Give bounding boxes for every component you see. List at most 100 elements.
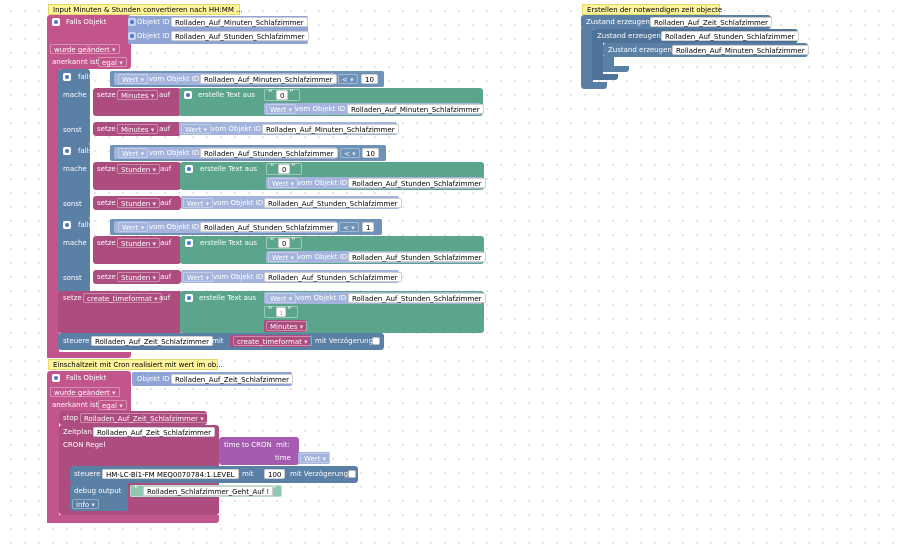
if3-setze-var-dropdown[interactable]: Stunden [117, 238, 160, 248]
create-state-3-field[interactable]: Rolladen_Auf_Minuten_Schlafzimmer [672, 45, 809, 55]
if2-else-var-dropdown[interactable]: Stunden [117, 198, 160, 208]
if3-zero-field[interactable]: 0 [278, 238, 291, 248]
if1-join-objekt-field[interactable]: Rolladen_Auf_Minuten_Schlafzimmer [347, 104, 484, 114]
trigger2-gear-icon[interactable] [52, 374, 60, 382]
if2-operator-dropdown[interactable]: < [340, 148, 360, 158]
trigger-falls-objekt-label: Falls Objekt [66, 18, 107, 26]
trigger2-wurde-dropdown[interactable]: wurde geändert [50, 387, 120, 397]
if1-operator-dropdown[interactable]: < [338, 74, 358, 84]
stop-label: stop [63, 414, 79, 422]
timeformat-colon-field[interactable]: : [276, 307, 287, 317]
stop-schedule-dropdown[interactable]: Rolladen_Auf_Zeit_Schlafzimmer [80, 413, 208, 423]
time-to-cron-mit-label: mit: [276, 441, 290, 449]
if1-quote-close-icon: ” [289, 89, 294, 99]
if3-join-wert-dropdown[interactable]: Wert [268, 252, 299, 262]
steuere-zeit-var-dropdown[interactable]: create_timeformat [233, 336, 312, 346]
if1-else-objekt-field[interactable]: Rolladen_Auf_Minuten_Schlafzimmer [262, 124, 399, 134]
trigger2-anerkannt-dropdown[interactable]: egal [98, 400, 127, 410]
if1-falls-label: falls [78, 73, 93, 81]
setze-timeformat-var-dropdown[interactable]: create_timeformat [83, 293, 162, 303]
timeformat-join-gear-icon[interactable] [185, 294, 193, 302]
objekt-list-gear-icon-2[interactable] [128, 32, 136, 40]
create-state-2-field[interactable]: Rolladen_Auf_Stunden_Schlafzimmer [661, 31, 799, 41]
if2-objekt-field[interactable]: Rolladen_Auf_Stunden_Schlafzimmer [200, 148, 338, 158]
if2-else-objekt-field[interactable]: Rolladen_Auf_Stunden_Schlafzimmer [264, 198, 402, 208]
time-to-cron-block[interactable] [219, 437, 299, 465]
if1-zero-field[interactable]: 0 [276, 90, 289, 100]
if2-zero-field[interactable]: 0 [278, 164, 291, 174]
time-to-cron-wert-dropdown[interactable]: Wert [300, 453, 331, 463]
if2-join-wert-dropdown[interactable]: Wert [268, 178, 299, 188]
if3-wert-dropdown[interactable]: Wert [118, 222, 149, 232]
create-state-1-spine [581, 28, 593, 88]
if1-else-var-dropdown[interactable]: Minutes [117, 124, 159, 134]
timeformat-wert-dropdown[interactable]: Wert [266, 293, 297, 303]
if2-number-field[interactable]: 10 [362, 148, 379, 158]
steuere-device-value-field[interactable]: 100 [264, 469, 286, 479]
if2-else-wert-dropdown[interactable]: Wert [183, 198, 214, 208]
if1-number-field[interactable]: 10 [361, 74, 378, 84]
if2-wert-dropdown[interactable]: Wert [118, 148, 149, 158]
if1-objekt-field[interactable]: Rolladen_Auf_Minuten_Schlafzimmer [200, 74, 337, 84]
if-block-1[interactable] [58, 69, 90, 145]
objekt-list-gear-icon[interactable] [128, 18, 136, 26]
if1-text-join-gear-icon[interactable] [184, 91, 192, 99]
debug-level-dropdown[interactable]: info [72, 499, 99, 509]
if2-text-join-gear-icon[interactable] [185, 165, 193, 173]
if2-join-vom-label: vom Objekt ID [297, 179, 348, 187]
create-state-3-bottom [603, 66, 629, 72]
if3-else-wert-dropdown[interactable]: Wert [183, 272, 214, 282]
if1-wert-dropdown[interactable]: Wert [118, 74, 149, 84]
if2-quote-close-icon: ” [291, 163, 296, 173]
if3-quote-close-icon: ” [291, 237, 296, 247]
comment-convert[interactable]: Input Minuten & Stunden convertieren nac… [48, 4, 243, 15]
if3-else-objekt-field[interactable]: Rolladen_Auf_Stunden_Schlafzimmer [264, 272, 402, 282]
if3-gear-icon[interactable] [63, 221, 71, 229]
comment-cron[interactable]: Einschaltzeit mit Cron realisiert mit we… [48, 359, 223, 370]
create-state-1-field[interactable]: Rolladen_Auf_Zeit_Schlafzimmer [650, 17, 773, 27]
objekt-id-stunden-field[interactable]: Rolladen_Auf_Stunden_Schlafzimmer [171, 31, 309, 41]
create-state-2-spine [592, 42, 603, 80]
debug-message-field[interactable]: Rolladen_Schlafzimmer_Geht_Auf ! [143, 486, 274, 496]
zeitplan-name-field[interactable]: Rolladen_Auf_Zeit_Schlafzimmer [93, 427, 216, 437]
if-block-3[interactable] [58, 217, 90, 293]
comment-create-objects[interactable]: Erstellen der notwendigen zeit objecte [582, 4, 722, 15]
if3-text-join-gear-icon[interactable] [185, 239, 193, 247]
timeformat-objekt-field[interactable]: Rolladen_Auf_Stunden_Schlafzimmer [348, 293, 486, 303]
wurde-geaendert-dropdown[interactable]: wurde geändert [50, 44, 120, 54]
trigger-block-bottom [47, 352, 131, 358]
if1-setze-var-dropdown[interactable]: Minutes [117, 90, 159, 100]
if1-gear-icon[interactable] [63, 73, 71, 81]
steuere-device-field[interactable]: HM-LC-Bl1-FM MEQ0070784:1.LEVEL [102, 469, 239, 479]
if2-vom-objekt-label: vom Objekt ID [149, 149, 200, 157]
if2-auf-label: auf [160, 165, 172, 173]
if1-else-vom-label: vom Objekt ID [211, 125, 262, 133]
if3-vom-objekt-label: vom Objekt ID [149, 223, 200, 231]
if1-else-setze-label: setze [97, 125, 116, 133]
steuere-device-delay-checkbox[interactable] [348, 470, 356, 478]
if-block-2[interactable] [58, 143, 90, 219]
if3-else-var-dropdown[interactable]: Stunden [117, 272, 160, 282]
if3-else-auf-label: auf [160, 273, 172, 281]
if2-falls-label: falls [78, 147, 93, 155]
trigger2-anerkannt-label: anerkannt ist [52, 401, 99, 409]
if3-objekt-field[interactable]: Rolladen_Auf_Stunden_Schlafzimmer [200, 222, 338, 232]
steuere-zeit-delay-checkbox[interactable] [372, 337, 380, 345]
if3-operator-dropdown[interactable]: < [339, 222, 359, 232]
trigger2-objekt-field[interactable]: Rolladen_Auf_Zeit_Schlafzimmer [171, 374, 294, 384]
objekt-id-label-2: Objekt ID [137, 32, 170, 40]
if2-gear-icon[interactable] [63, 147, 71, 155]
if3-join-objekt-field[interactable]: Rolladen_Auf_Stunden_Schlafzimmer [348, 252, 486, 262]
objekt-id-minuten-field[interactable]: Rolladen_Auf_Minuten_Schlafzimmer [171, 17, 308, 27]
if1-join-wert-dropdown[interactable]: Wert [266, 104, 297, 114]
if2-setze-var-dropdown[interactable]: Stunden [117, 164, 160, 174]
if2-mache-label: mache [63, 165, 87, 173]
steuere-zeit-objekt-field[interactable]: Rolladen_Auf_Zeit_Schlafzimmer [91, 336, 214, 346]
timeformat-minutes-dropdown[interactable]: Minutes [266, 321, 308, 331]
if1-else-wert-dropdown[interactable]: Wert [181, 124, 212, 134]
if3-number-field[interactable]: 1 [362, 222, 375, 232]
trigger-gear-icon[interactable] [52, 18, 60, 26]
if1-quote-open-icon: “ [268, 89, 273, 99]
if2-join-objekt-field[interactable]: Rolladen_Auf_Stunden_Schlafzimmer [348, 178, 486, 188]
anerkannt-egal-dropdown[interactable]: egal [98, 57, 127, 67]
